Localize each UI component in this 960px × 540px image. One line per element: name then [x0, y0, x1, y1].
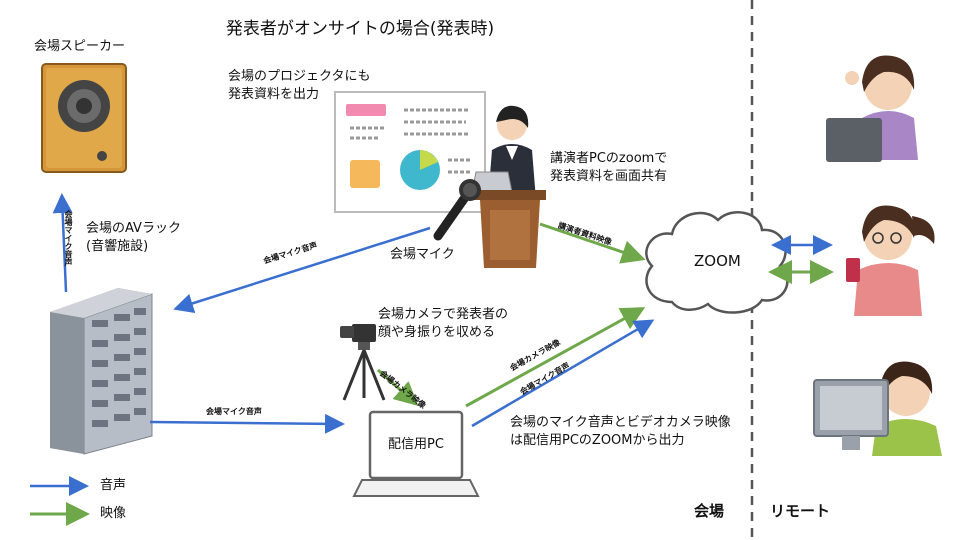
arrow-rack-to-pc — [149, 413, 345, 434]
output-note: 会場のマイク音声とビデオカメラ映像 は配信用PCのZOOMから出力 — [510, 414, 731, 450]
av-rack-label-line-1: 会場のAVラック — [86, 221, 181, 236]
zoom-label: ZOOM — [694, 252, 741, 270]
zone-venue-label: 会場 — [694, 502, 725, 520]
streaming-pc-label: 配信用PC — [388, 437, 444, 452]
streaming-laptop-icon — [352, 410, 480, 497]
zoom-cloud-icon — [645, 211, 789, 314]
projector-label-line-2: 発表資料を出力 — [228, 87, 320, 102]
video-camera-icon — [340, 324, 386, 401]
speaker-label: 会場スピーカー — [34, 39, 126, 54]
output-note-line-2: は配信用PCのZOOMから出力 — [510, 433, 685, 448]
zone-remote-label: リモート — [770, 502, 831, 520]
label-rack-to-pc: 会場マイク音声 — [206, 407, 262, 416]
arrow-presenter-to-zoom — [539, 222, 646, 264]
camera-label: 会場カメラで発表者の 顔や身振りを収める — [378, 306, 508, 342]
camera-label-line-2: 顔や身振りを収める — [378, 325, 496, 340]
projector-label: 会場のプロジェクタにも 発表資料を出力 — [228, 68, 370, 104]
label-rack-to-speaker: 会場マイク音声 — [64, 210, 73, 266]
av-rack-icon — [50, 288, 153, 455]
remote-participant-2-icon — [846, 205, 935, 316]
camera-label-line-1: 会場カメラで発表者の — [378, 307, 509, 322]
microphone-icon — [433, 179, 481, 241]
arrow-pc-to-zoom-audio — [471, 319, 655, 428]
arrow-mic-to-rack — [173, 226, 431, 313]
podium-icon — [474, 190, 546, 268]
arrow-rack-to-speaker — [52, 193, 73, 293]
presenter-label: 講演者PCのzoomで 発表資料を画面共有 — [550, 150, 667, 186]
speaker-icon — [41, 63, 127, 173]
legend-audio-label: 音声 — [100, 478, 127, 493]
diagram-title: 発表者がオンサイトの場合(発表時) — [225, 19, 495, 39]
remote-participant-3-icon — [813, 361, 942, 456]
legend-video-label: 映像 — [100, 506, 127, 521]
av-rack-label-line-2: (音響施設) — [86, 239, 149, 254]
output-note-line-1: 会場のマイク音声とビデオカメラ映像 — [510, 415, 731, 430]
presenter-label-line-1: 講演者PCのzoomで — [550, 151, 668, 166]
av-rack-label: 会場のAVラック (音響施設) — [86, 220, 181, 256]
mic-label: 会場マイク — [390, 247, 455, 262]
arrow-pc-to-zoom-video — [465, 307, 646, 408]
remote-participant-1-icon — [826, 55, 918, 162]
arrow-camera-to-pc — [377, 368, 419, 406]
projector-label-line-1: 会場のプロジェクタにも — [228, 69, 371, 84]
presenter-label-line-2: 発表資料を画面共有 — [550, 169, 668, 184]
